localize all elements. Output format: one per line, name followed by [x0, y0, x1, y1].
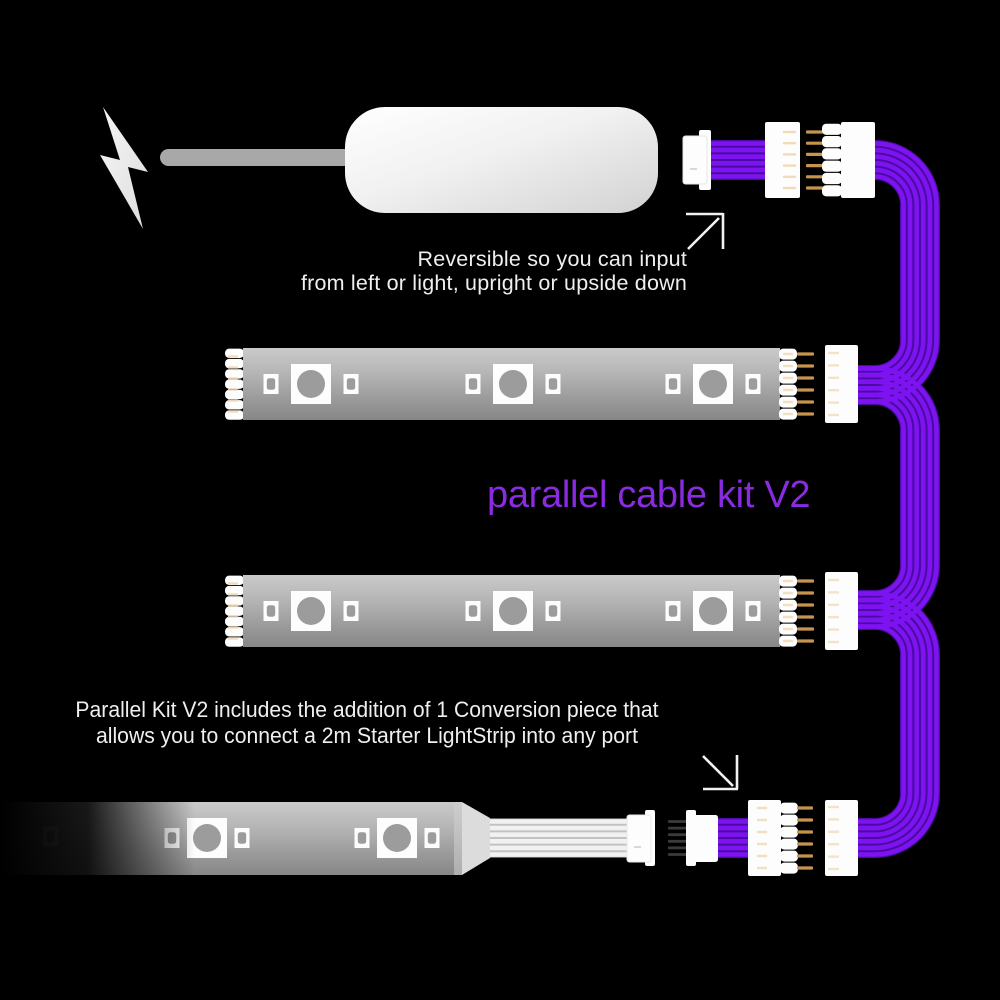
annotation-line: from left or light, upright or upside do… [300, 270, 687, 295]
bottom-female-housing [748, 800, 798, 876]
white-ribbon-cable [490, 818, 629, 858]
arrow-down-right-icon [702, 755, 739, 791]
strip-fade [0, 802, 195, 875]
annotation-line: allows you to connect a 2m Starter Light… [96, 722, 638, 748]
controller-box [345, 107, 658, 213]
product-title: parallel cable kit V2 [487, 474, 811, 516]
reversible-annotation: Reversible so you can input from left or… [300, 247, 687, 295]
conversion-piece [626, 800, 858, 876]
female-housing [765, 122, 800, 198]
power-cable [160, 149, 352, 166]
parallel-cable-bundle [702, 140, 940, 858]
cable-connector-block [825, 345, 858, 423]
reversible-connector-pair [682, 122, 875, 198]
lightstrip-segment-1 [225, 345, 858, 423]
starter-lightstrip [0, 802, 629, 875]
strip-end-taper [462, 802, 490, 875]
controller-plug [682, 135, 708, 185]
arrow-up-right-icon [686, 212, 725, 250]
cable-connector-block [825, 572, 858, 650]
cable-connector-block [825, 800, 858, 876]
power-section [100, 107, 658, 229]
male-housing [841, 122, 875, 198]
annotation-line: Parallel Kit V2 includes the addition of… [75, 697, 659, 722]
lightning-bolt-icon [100, 107, 148, 229]
conversion-plug [694, 815, 718, 862]
conversion-annotation: Parallel Kit V2 includes the addition of… [26, 697, 708, 748]
annotation-line: Reversible so you can input [417, 247, 687, 271]
lightstrip-segment-2 [225, 572, 858, 650]
ribbon-plug [626, 814, 652, 863]
